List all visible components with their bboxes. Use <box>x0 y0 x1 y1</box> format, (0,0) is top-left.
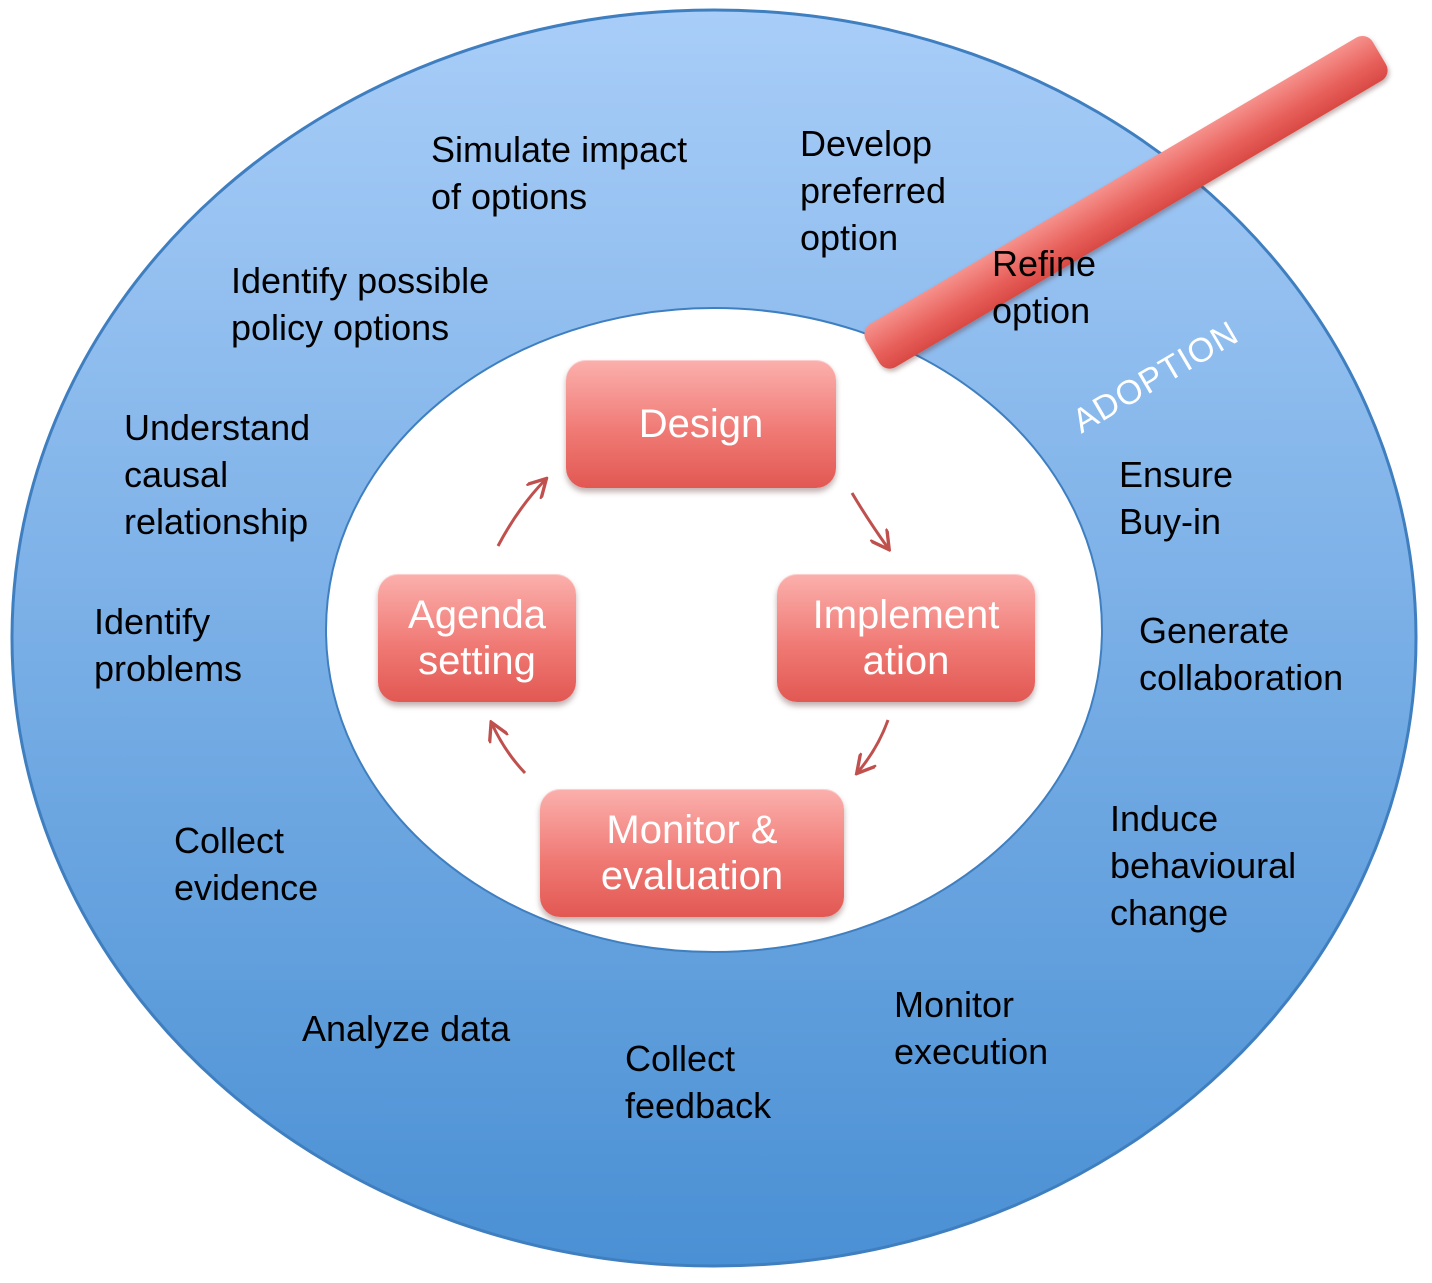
activity-understand-causal: Understand causal relationship <box>124 407 311 542</box>
activity-ensure-buy-in: Ensure Buy-in <box>1119 454 1234 542</box>
stage-design: Design <box>566 360 836 488</box>
activity-analyze-data: Analyze data <box>302 1008 511 1049</box>
arrow-design-to-implementation <box>850 492 888 548</box>
activity-monitor-execution: Monitor execution <box>894 984 1049 1072</box>
activity-collect-feedback: Collect feedback <box>625 1038 772 1126</box>
activity-identify-options: Identify possible policy options <box>231 260 490 348</box>
activity-refine-option: Refine option <box>992 243 1097 331</box>
inner-circle <box>325 307 1103 953</box>
arrow-implementation-to-monitor <box>858 719 890 772</box>
arrow-agenda-to-design <box>496 480 545 547</box>
activity-induce-change: Induce behavioural change <box>1110 798 1297 933</box>
activity-simulate-impact: Simulate impact of options <box>431 129 688 217</box>
activity-collect-evidence: Collect evidence <box>174 820 319 908</box>
stage-agenda-setting: Agenda setting <box>378 574 576 702</box>
arrow-monitor-to-agenda <box>492 724 527 775</box>
activity-develop-option: Develop preferred option <box>800 123 947 258</box>
stage-monitor-evaluation: Monitor & evaluation <box>540 789 844 917</box>
activity-generate-collaboration: Generate collaboration <box>1139 610 1344 698</box>
activity-identify-problems: Identify problems <box>94 601 243 689</box>
stage-implementation: Implement ation <box>777 574 1035 702</box>
